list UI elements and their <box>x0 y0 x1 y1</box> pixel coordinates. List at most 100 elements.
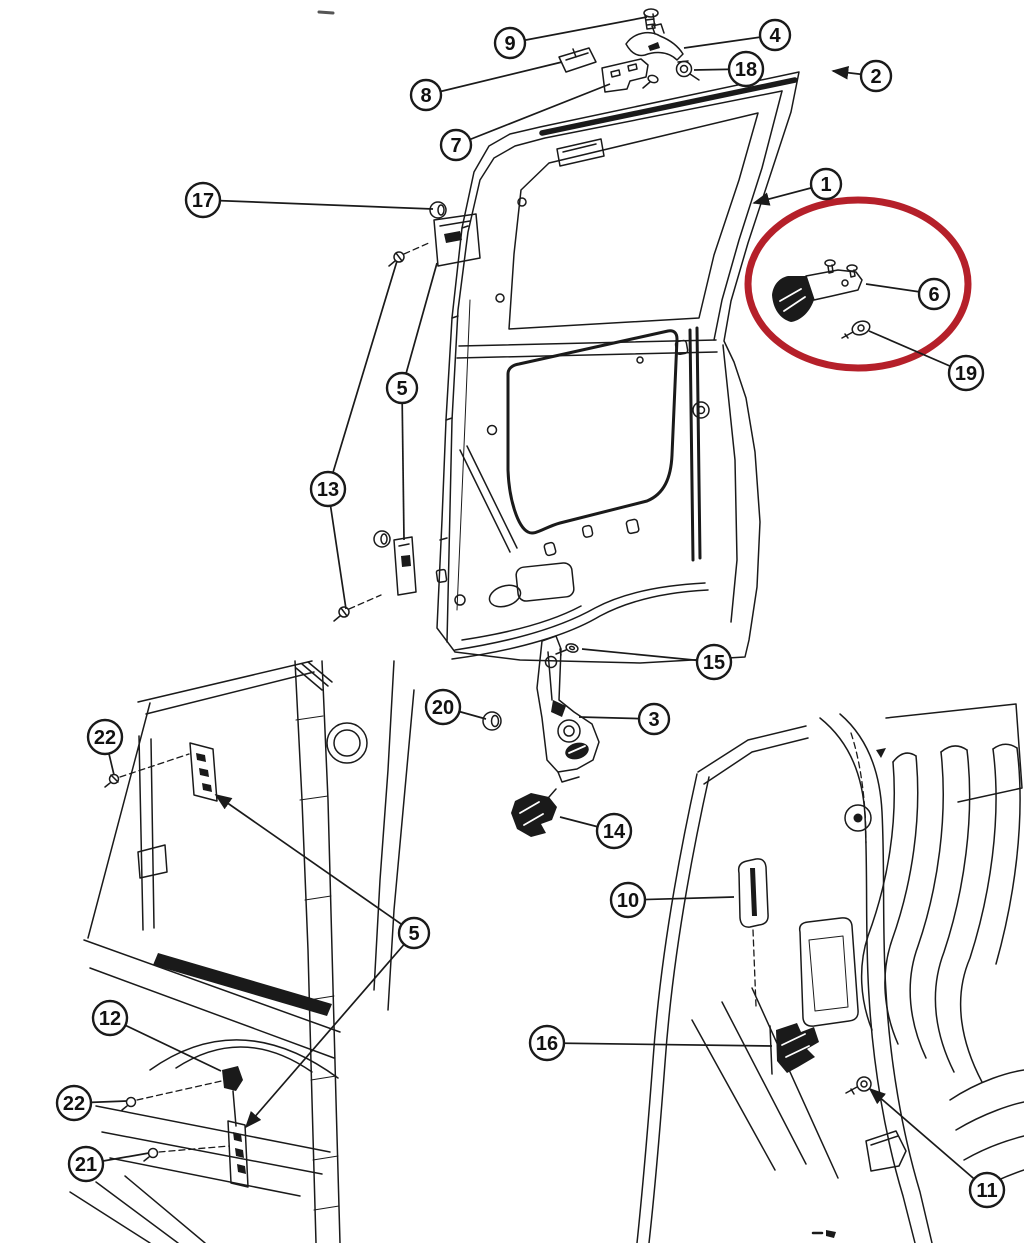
sliding-door-panel-art <box>435 71 800 664</box>
callout-circle-11[interactable] <box>968 1171 1006 1209</box>
screw-part9 <box>643 8 659 30</box>
callout-circle-7[interactable] <box>439 128 473 162</box>
callout-circle-1[interactable] <box>809 167 843 201</box>
callout-number-13: 13 <box>317 479 339 501</box>
callout-20[interactable]: 20 <box>424 688 462 726</box>
callout-circle-16[interactable] <box>528 1024 566 1062</box>
callout-22[interactable]: 22 <box>55 1084 93 1122</box>
callout-number-17: 17 <box>192 190 214 212</box>
callout-number-10: 10 <box>617 890 639 912</box>
callout-circle-14[interactable] <box>595 812 633 850</box>
callout-circle-6[interactable] <box>917 277 951 311</box>
stop-bracket-body-upper <box>189 742 218 802</box>
leader-line-13 <box>327 260 398 490</box>
left-interior-view-art <box>69 660 415 1243</box>
leader-line-12 <box>109 1017 222 1072</box>
screw-part22-lower <box>121 1079 227 1111</box>
callout-22[interactable]: 22 <box>86 718 124 756</box>
leader-line-8 <box>425 61 563 96</box>
highlight-ellipse <box>744 196 972 372</box>
callout-circle-4[interactable] <box>758 18 792 52</box>
callout-circle-22[interactable] <box>86 718 124 756</box>
leader-line-5 <box>244 932 415 1129</box>
bolt-part11 <box>845 1076 872 1095</box>
callout-10[interactable]: 10 <box>609 881 647 919</box>
callout-circle-10[interactable] <box>609 881 647 919</box>
callout-circle-20[interactable] <box>424 688 462 726</box>
screw-part13-lower <box>333 594 382 622</box>
callout-number-18: 18 <box>735 59 757 81</box>
callout-number-4: 4 <box>769 25 781 47</box>
callout-circle-8[interactable] <box>409 78 443 112</box>
leader-line-11 <box>868 1087 988 1191</box>
leader-line-17 <box>202 199 434 210</box>
callout-19[interactable]: 19 <box>947 354 985 392</box>
callout-number-2: 2 <box>870 66 881 88</box>
callout-7[interactable]: 7 <box>439 128 473 162</box>
callout-16[interactable]: 16 <box>528 1024 566 1062</box>
leader-line-5 <box>401 262 438 389</box>
callout-21[interactable]: 21 <box>67 1145 105 1183</box>
callout-number-9: 9 <box>504 33 515 55</box>
screw-part15 <box>555 643 579 656</box>
callout-bubbles: 9 4 18 2 8 7 1 17 6 19 5 13 15 20 3 22 14 10 5 12 16 22 21 11 <box>55 18 1006 1209</box>
callout-number-15: 15 <box>703 652 725 674</box>
callout-circle-19[interactable] <box>947 354 985 392</box>
callout-13[interactable]: 13 <box>309 470 347 508</box>
screw-part13-upper <box>388 241 432 267</box>
callout-12[interactable]: 12 <box>91 999 129 1037</box>
callout-4[interactable]: 4 <box>758 18 792 52</box>
leader-line-13 <box>327 488 347 610</box>
callout-17[interactable]: 17 <box>184 181 222 219</box>
callout-number-5: 5 <box>396 378 407 400</box>
callout-9[interactable]: 9 <box>493 26 527 60</box>
stop-bracket-body-lower <box>227 1120 249 1188</box>
hinge-bracket-part7 <box>601 58 659 93</box>
grommet-part17 <box>429 201 447 219</box>
callout-number-12: 12 <box>99 1008 121 1030</box>
callout-number-14: 14 <box>603 821 626 843</box>
callout-number-8: 8 <box>420 85 431 107</box>
callout-circle-21[interactable] <box>67 1145 105 1183</box>
cover-clip-part8 <box>558 47 597 73</box>
callout-2[interactable]: 2 <box>859 59 893 93</box>
callout-circle-15[interactable] <box>695 643 733 681</box>
grommet-part20 <box>482 711 502 731</box>
callout-5[interactable]: 5 <box>397 916 431 950</box>
callout-circle-3[interactable] <box>637 702 671 736</box>
callout-number-6: 6 <box>928 284 939 306</box>
callout-number-5: 5 <box>408 923 419 945</box>
callout-number-7: 7 <box>450 135 461 157</box>
callout-number-3: 3 <box>648 709 659 731</box>
callout-circle-12[interactable] <box>91 999 129 1037</box>
callout-15[interactable]: 15 <box>695 643 733 681</box>
leader-line-7 <box>455 83 611 146</box>
callout-8[interactable]: 8 <box>409 78 443 112</box>
callout-circle-5[interactable] <box>397 916 431 950</box>
callout-number-22: 22 <box>94 727 116 749</box>
callout-5[interactable]: 5 <box>385 371 419 405</box>
callout-6[interactable]: 6 <box>917 277 951 311</box>
callout-3[interactable]: 3 <box>637 702 671 736</box>
callout-circle-17[interactable] <box>184 181 222 219</box>
callout-number-1: 1 <box>820 174 831 196</box>
center-hinge-part3-art <box>482 635 600 837</box>
callout-circle-22[interactable] <box>55 1084 93 1122</box>
callout-number-20: 20 <box>432 697 454 719</box>
callout-circle-13[interactable] <box>309 470 347 508</box>
callout-11[interactable]: 11 <box>968 1171 1006 1209</box>
leader-line-15 <box>581 648 715 663</box>
callout-circle-5[interactable] <box>385 371 419 405</box>
callout-number-19: 19 <box>955 363 977 385</box>
callout-circle-9[interactable] <box>493 26 527 60</box>
callout-circle-2[interactable] <box>859 59 893 93</box>
callout-18[interactable]: 18 <box>727 50 765 88</box>
callout-1[interactable]: 1 <box>809 167 843 201</box>
slot-seal-part10 <box>737 858 769 1007</box>
leader-line-5 <box>214 794 415 934</box>
callout-number-16: 16 <box>536 1033 558 1055</box>
callout-14[interactable]: 14 <box>595 812 633 850</box>
scan-artifact-marks <box>317 10 836 1238</box>
callout-circle-18[interactable] <box>727 50 765 88</box>
